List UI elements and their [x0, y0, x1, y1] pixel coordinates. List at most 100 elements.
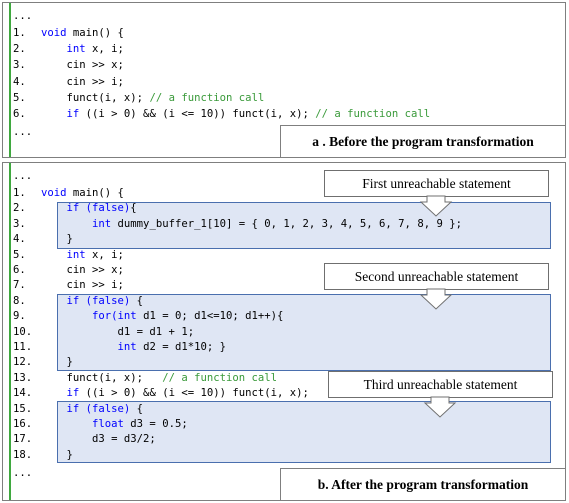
caption-after: b. After the program transformation: [280, 468, 566, 501]
green-margin-bar: [9, 3, 11, 157]
line-number: 15.: [13, 402, 33, 415]
code-keyword: if (false): [66, 402, 131, 415]
line-number: 3.: [13, 217, 26, 230]
line-number: 1.: [13, 187, 26, 199]
code-keyword: int: [66, 248, 86, 261]
code-text: ((i > 0) && (i <= 10)) funct(i, x);: [79, 108, 316, 120]
code-line: 4. cin >> i;: [13, 75, 124, 90]
code-text: cin >> i;: [41, 75, 124, 88]
code-text: [41, 341, 118, 353]
code-text: [41, 310, 92, 322]
unreachable-block-3: [57, 401, 551, 463]
code-text: [41, 403, 67, 415]
line-number: 5.: [13, 248, 26, 261]
ellipsis-top: ...: [13, 10, 33, 22]
code-line: 18. }: [13, 448, 73, 463]
code-listing-after: ... ... 1.void main() {2. if (false){3. …: [3, 163, 565, 500]
code-comment: // a function call: [149, 91, 265, 104]
line-number: 5.: [13, 91, 26, 104]
code-line: 5. int x, i;: [13, 248, 124, 263]
code-line: 6. if ((i > 0) && (i <= 10)) funct(i, x)…: [13, 107, 430, 122]
code-line: 16. float d3 = 0.5;: [13, 417, 188, 432]
code-line: 5. funct(i, x); // a function call: [13, 91, 264, 106]
line-number: 18.: [13, 448, 33, 461]
code-line: 3. cin >> x;: [13, 58, 124, 73]
callout-label: Second unreachable statement: [324, 263, 549, 290]
unreachable-block-1: [57, 202, 551, 249]
line-number: 4.: [13, 75, 26, 88]
line-number: 6.: [13, 108, 26, 120]
line-number: 8.: [13, 294, 26, 307]
code-line: 4. }: [13, 232, 73, 247]
code-text: [41, 202, 67, 214]
code-keyword: if: [66, 108, 80, 120]
code-line: 1.void main() {: [13, 26, 124, 41]
callout-pointer-arrow: [419, 195, 453, 217]
code-line: 13. funct(i, x); // a function call: [13, 371, 277, 386]
code-line: 17. d3 = d3/2;: [13, 432, 156, 447]
code-keyword: float: [92, 418, 124, 430]
code-text: cin >> i;: [41, 279, 124, 292]
code-text: funct(i, x);: [41, 91, 150, 104]
callout-pointer-arrow: [423, 396, 457, 418]
ellipsis-bottom: ...: [13, 467, 33, 479]
code-keyword: if (false): [66, 294, 131, 307]
code-line: 12. }: [13, 355, 73, 370]
line-number: 7.: [13, 279, 26, 292]
ellipsis-bottom: ...: [13, 126, 33, 138]
code-text: funct(i, x);: [41, 371, 163, 384]
line-number: 17.: [13, 433, 33, 446]
code-keyword: for(int: [92, 310, 137, 323]
code-keyword: int: [117, 341, 137, 353]
code-text: [41, 108, 67, 120]
code-keyword: if: [66, 387, 80, 400]
code-text: d1 = d1 + 1;: [41, 325, 195, 338]
code-line: 3. int dummy_buffer_1[10] = { 0, 1, 2, 3…: [13, 217, 462, 232]
code-line: 8. if (false) {: [13, 294, 143, 309]
line-number: 11.: [13, 341, 33, 353]
line-number: 12.: [13, 356, 33, 369]
code-text: [41, 218, 92, 230]
line-number: 13.: [13, 371, 33, 384]
code-text: d2 = d1*10; }: [136, 341, 226, 353]
code-comment: // a function call: [315, 108, 431, 120]
code-line: 15. if (false) {: [13, 402, 143, 417]
code-line: 1.void main() {: [13, 186, 124, 201]
line-number: 1.: [13, 27, 26, 39]
code-text: d3 = d3/2;: [41, 433, 156, 446]
code-text: d1 = 0; d1<=10; d1++){: [136, 310, 284, 323]
code-keyword: int: [92, 217, 112, 230]
line-number: 16.: [13, 418, 33, 430]
unreachable-block-2: [57, 294, 551, 371]
code-text: {: [130, 402, 144, 415]
code-line: 7. cin >> i;: [13, 278, 124, 293]
code-text: }: [41, 448, 73, 461]
line-number: 10.: [13, 325, 33, 338]
code-text: }: [41, 356, 73, 369]
code-keyword: int: [66, 43, 86, 56]
code-text: ((i > 0) && (i <= 10)) funct(i, x);: [79, 387, 309, 400]
code-text: {: [130, 294, 144, 307]
code-text: dummy_buffer_1[10] = { 0, 1, 2, 3, 4, 5,…: [111, 217, 462, 230]
code-text: cin >> x;: [41, 264, 124, 276]
code-text: [41, 249, 67, 261]
callout-label: First unreachable statement: [324, 170, 549, 197]
code-text: main() {: [66, 187, 124, 199]
code-text: [41, 43, 67, 55]
line-number: 3.: [13, 59, 26, 72]
code-line: 14. if ((i > 0) && (i <= 10)) funct(i, x…: [13, 386, 309, 401]
callout-pointer-arrow: [419, 288, 453, 310]
code-comment: // a function call: [162, 371, 277, 384]
line-number: 6.: [13, 264, 26, 276]
panel-before-transformation: ... ... 1.void main() {2. int x, i;3. ci…: [2, 2, 566, 158]
code-line: 6. cin >> x;: [13, 263, 124, 278]
panel-after-transformation: ... ... 1.void main() {2. if (false){3. …: [2, 162, 566, 501]
code-text: [41, 387, 67, 399]
line-number: 9.: [13, 310, 26, 323]
line-number: 4.: [13, 233, 26, 246]
code-text: main() {: [66, 27, 124, 39]
code-text: [41, 295, 67, 307]
line-number: 2.: [13, 43, 26, 56]
code-keyword: if (false): [66, 202, 131, 215]
code-text: d3 = 0.5;: [123, 418, 188, 430]
